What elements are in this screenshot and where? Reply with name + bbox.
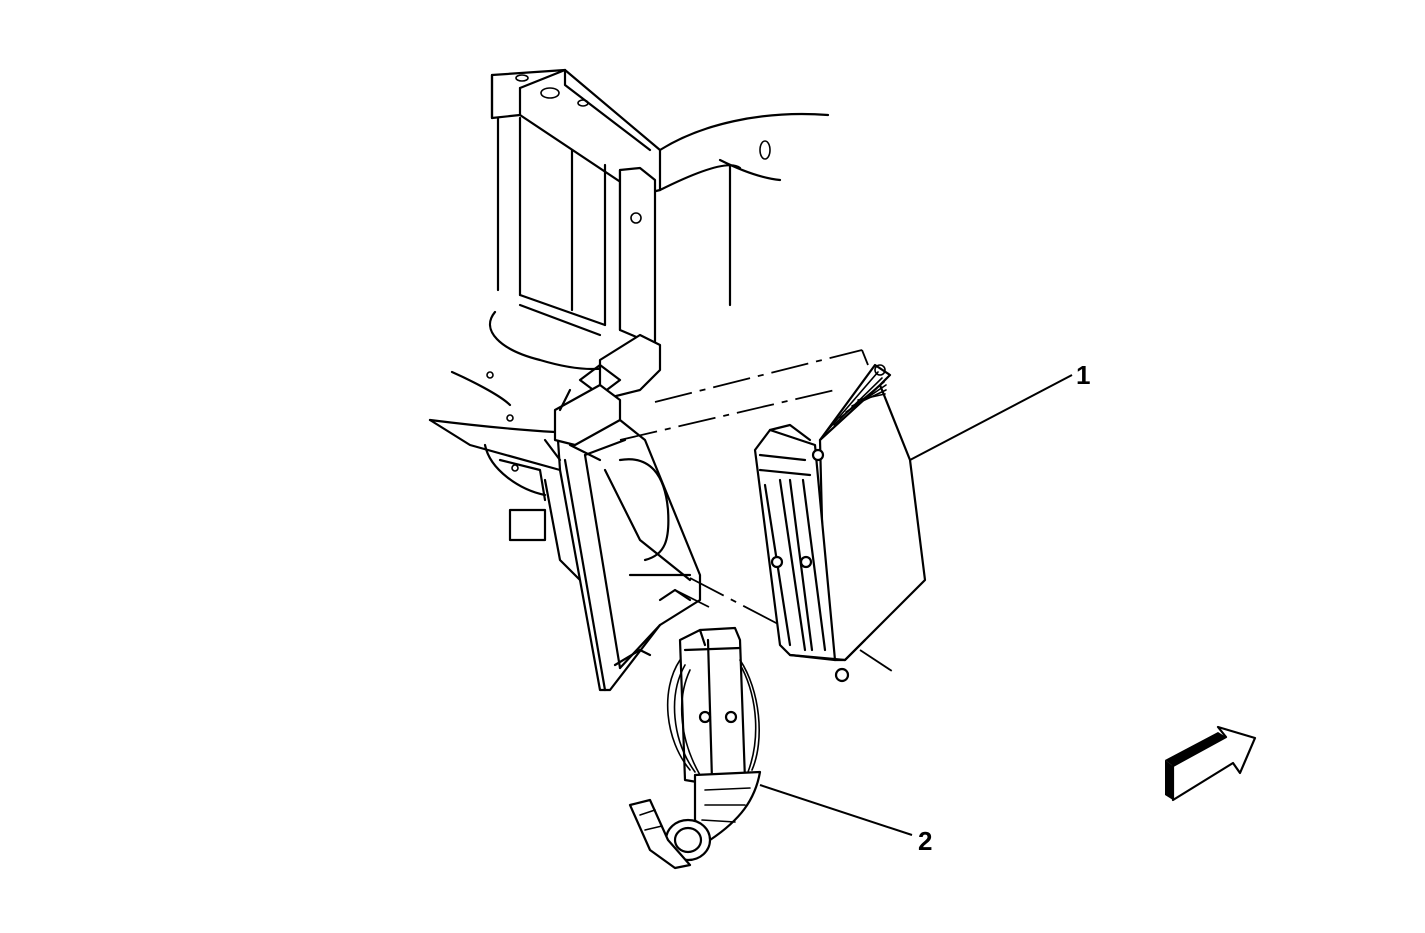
callout-label-1: 1: [1076, 360, 1090, 390]
control-module: [753, 363, 927, 683]
harness-connector: [628, 626, 762, 870]
leader-line-2: [759, 784, 913, 836]
alignment-lines: [619, 349, 899, 676]
mounting-bracket: [543, 333, 702, 692]
vehicle-frame-structure: [428, 68, 830, 592]
leader-line-1: [909, 374, 1073, 461]
front-direction-arrow-icon: [1165, 725, 1257, 802]
callout-label-2: 2: [918, 826, 932, 856]
